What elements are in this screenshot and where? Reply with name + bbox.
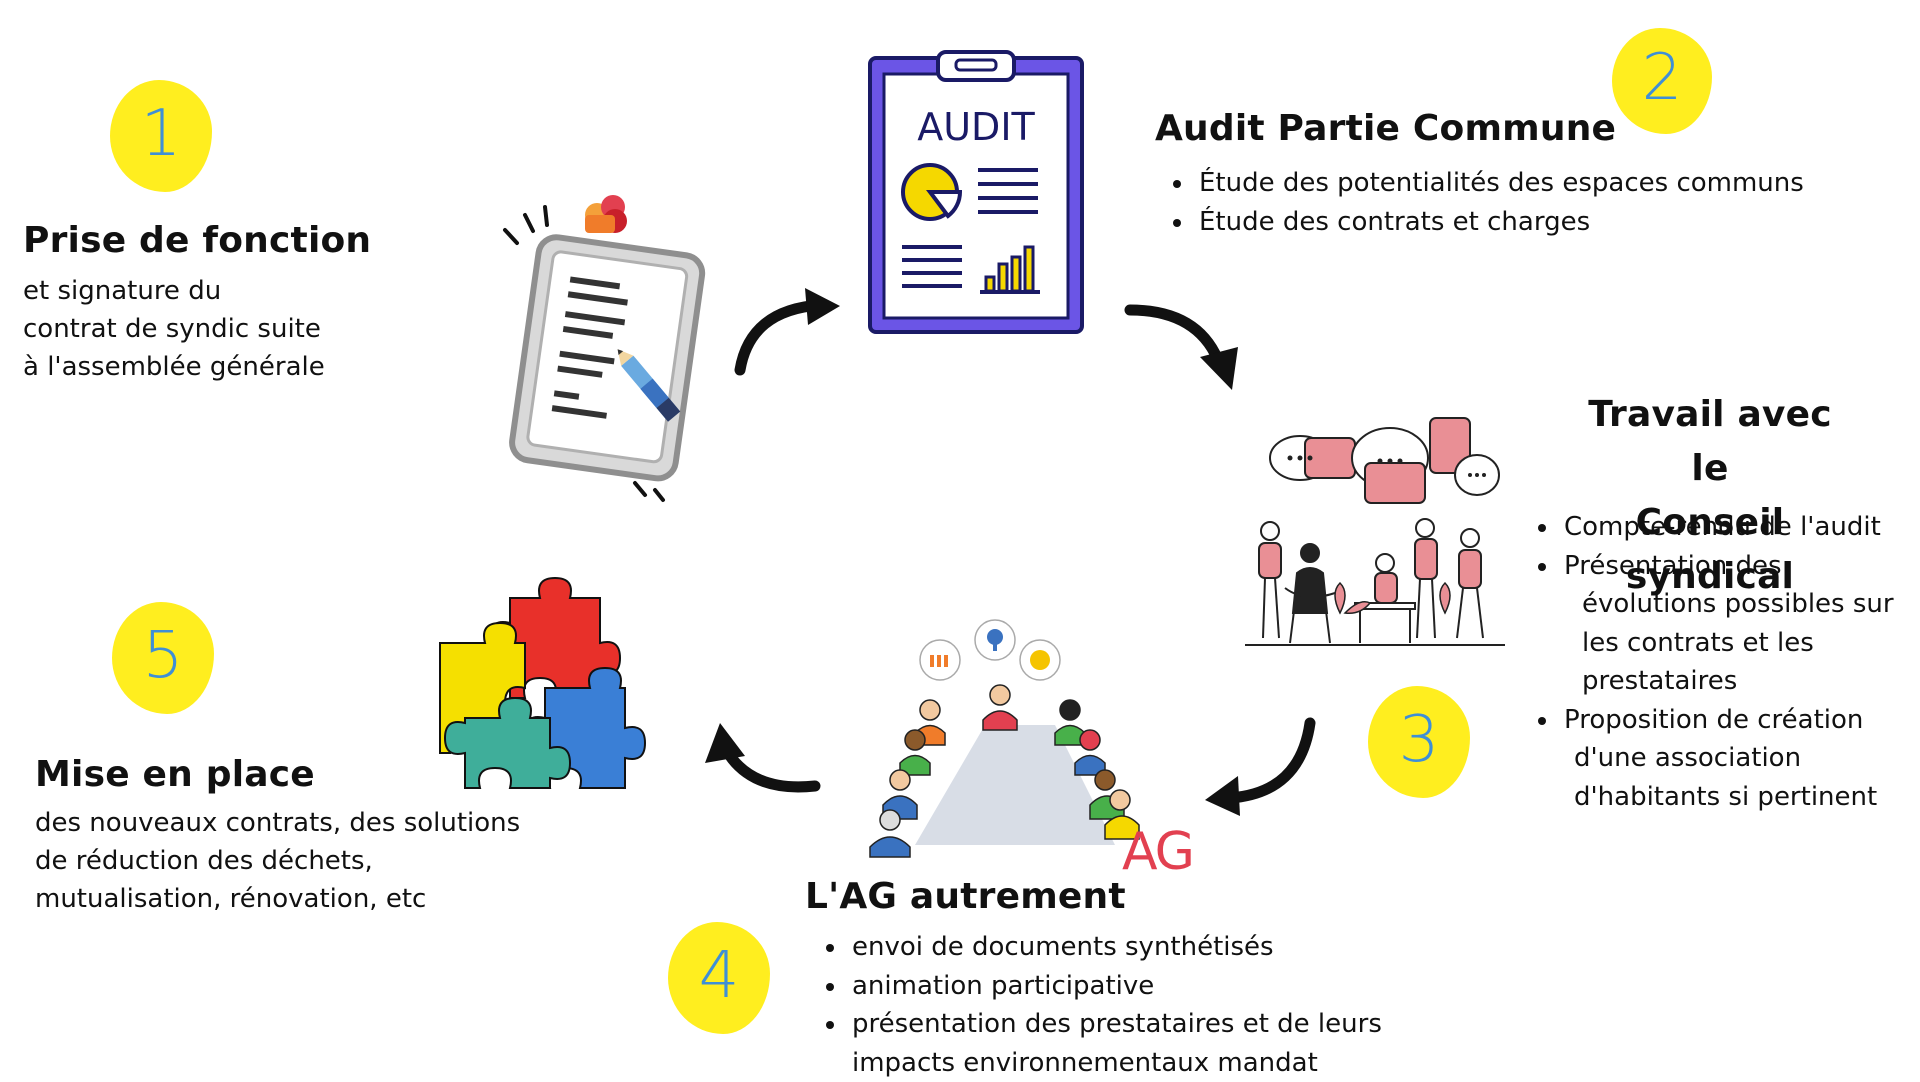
step-1-line: contrat de syndic suite xyxy=(23,314,321,344)
step-4-number-badge: 4 xyxy=(668,922,770,1034)
step-5-line: de réduction des déchets, xyxy=(35,846,373,876)
step-3-bullet: Présentation des évolutions possibles su… xyxy=(1530,547,1894,701)
puzzle-icon xyxy=(439,576,647,789)
clipboard-pencil-icon xyxy=(503,195,706,502)
step-3-bullet: Proposition de création d'une associatio… xyxy=(1530,701,1894,817)
step-1-number-badge: 1 xyxy=(110,80,212,192)
step-1-title: Prise de fonction xyxy=(23,220,372,261)
step-2-bullet: Étude des contrats et charges xyxy=(1165,203,1804,242)
step-4-bullet: animation participative xyxy=(818,967,1382,1006)
audit-clipboard-icon: AUDIT xyxy=(868,50,1084,334)
step-3-number: 3 xyxy=(1398,703,1440,777)
arrow-2-to-3 xyxy=(1124,304,1238,390)
step-5-number: 5 xyxy=(142,619,184,693)
meeting-table-icon xyxy=(869,619,1140,858)
ag-logo-text: AG xyxy=(1122,822,1195,882)
step-2-title: Audit Partie Commune xyxy=(1155,108,1617,149)
step-4-bullet-list: envoi de documents synthétisés animation… xyxy=(818,928,1382,1082)
step-3-bullet: Compte-rendu de l'audit xyxy=(1530,508,1894,547)
audit-label: AUDIT xyxy=(917,105,1035,149)
step-2-bullet-list: Étude des potentialités des espaces comm… xyxy=(1165,164,1804,241)
arrow-4-to-5 xyxy=(705,723,821,793)
arrow-3-to-4 xyxy=(1205,717,1316,816)
step-3-bullet-list: Compte-rendu de l'audit Présentation des… xyxy=(1530,508,1894,816)
step-4-number: 4 xyxy=(698,939,740,1013)
arrow-1-to-2 xyxy=(734,288,840,376)
step-2-number: 2 xyxy=(1641,41,1683,115)
step-3-title-line: Conseil syndical xyxy=(1625,502,1795,597)
step-5-line: mutualisation, rénovation, etc xyxy=(35,884,427,914)
step-3-title: Travail avec le Conseil syndical xyxy=(1565,388,1855,604)
step-4-bullet: envoi de documents synthétisés xyxy=(818,928,1382,967)
step-1-line: à l'assemblée générale xyxy=(23,352,325,382)
step-5-description: des nouveaux contrats, des solutions de … xyxy=(35,804,520,918)
step-1-line: et signature du xyxy=(23,276,222,306)
step-3-number-badge: 3 xyxy=(1368,686,1470,798)
step-5-title: Mise en place xyxy=(35,754,315,795)
step-5-line: des nouveaux contrats, des solutions xyxy=(35,808,521,838)
step-4-bullet: présentation des prestataires et de leur… xyxy=(818,1005,1382,1082)
step-1-number: 1 xyxy=(140,97,182,171)
team-discussion-icon xyxy=(1245,417,1505,646)
step-4-title: L'AG autrement xyxy=(805,876,1126,917)
step-2-bullet: Étude des potentialités des espaces comm… xyxy=(1165,164,1804,203)
step-1-description: et signature du contrat de syndic suite … xyxy=(23,272,325,386)
step-5-number-badge: 5 xyxy=(112,602,214,714)
step-2-number-badge: 2 xyxy=(1612,28,1712,134)
step-3-title-line: Travail avec le xyxy=(1588,394,1832,489)
